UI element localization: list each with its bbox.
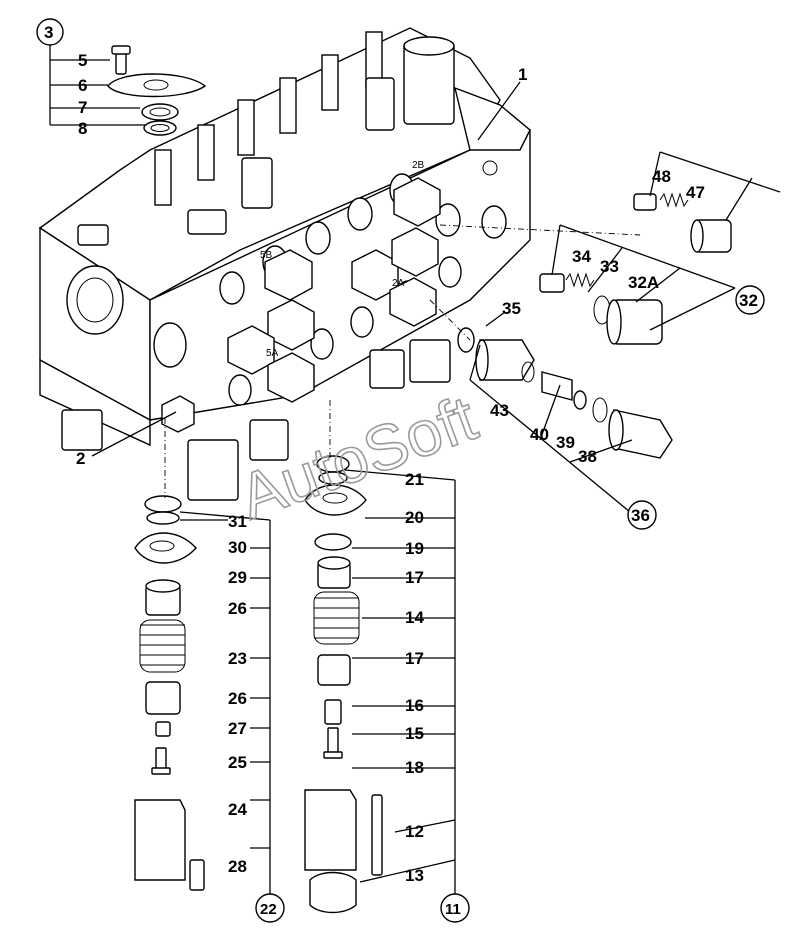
callout-labels: 3 5 6 7 8 1 2 48 47 34 33 32A 32 35 43 4… — [44, 23, 758, 918]
callout-3: 3 — [44, 23, 53, 42]
callout-2: 2 — [76, 449, 85, 468]
callout-17-top: 17 — [405, 568, 424, 587]
callout-26-bottom: 26 — [228, 689, 247, 708]
group-circles — [36, 18, 765, 923]
spool-end-stack-11 — [304, 455, 456, 914]
callout-22: 22 — [260, 901, 277, 918]
control-valve-body: 2B 5B 2A 5A — [38, 27, 531, 501]
callout-7: 7 — [78, 98, 87, 117]
callout-47: 47 — [686, 183, 705, 202]
callout-18: 18 — [405, 758, 424, 777]
callout-39: 39 — [556, 433, 575, 452]
callout-13: 13 — [405, 866, 424, 885]
callout-23: 23 — [228, 649, 247, 668]
relief-valve-group-32 — [539, 224, 736, 345]
callout-35: 35 — [502, 299, 521, 318]
callout-5: 5 — [78, 51, 87, 70]
callout-27: 27 — [228, 719, 247, 738]
callout-38: 38 — [578, 447, 597, 466]
callout-43: 43 — [490, 401, 509, 420]
callout-8: 8 — [78, 119, 87, 138]
port-mark-5b: 5B — [260, 250, 273, 261]
callout-29: 29 — [228, 568, 247, 587]
callout-36: 36 — [631, 506, 650, 525]
callout-1: 1 — [518, 65, 527, 84]
callout-31: 31 — [228, 512, 247, 531]
relief-valve-group-47 — [633, 151, 781, 253]
hex-fittings — [161, 177, 441, 433]
port-mark-2a: 2A — [392, 278, 405, 289]
callout-26-top: 26 — [228, 599, 247, 618]
callout-16: 16 — [405, 696, 424, 715]
leader-lines — [91, 81, 641, 498]
callout-25: 25 — [228, 753, 247, 772]
port-mark-2b: 2B — [412, 160, 425, 171]
callout-33: 33 — [600, 257, 619, 276]
callout-17-bottom: 17 — [405, 649, 424, 668]
watermark-text: AutoSoft — [230, 381, 486, 533]
callout-12: 12 — [405, 822, 424, 841]
callout-34: 34 — [572, 247, 591, 266]
bottom-bosses — [61, 339, 451, 501]
spool-stubs — [154, 31, 455, 209]
callout-28: 28 — [228, 857, 247, 876]
callout-40: 40 — [530, 425, 549, 444]
spool-end-stack-22 — [134, 495, 271, 895]
callout-48: 48 — [652, 167, 671, 186]
check-valve-group-36 — [457, 327, 673, 513]
callout-21: 21 — [405, 470, 424, 489]
callout-20: 20 — [405, 508, 424, 527]
port-mark-5a: 5A — [266, 348, 279, 359]
callout-6: 6 — [78, 76, 87, 95]
callout-32a: 32A — [628, 273, 659, 292]
seal-kit-group-3 — [49, 42, 207, 136]
callout-24: 24 — [228, 800, 247, 819]
callout-30: 30 — [228, 538, 247, 557]
callout-14: 14 — [405, 608, 424, 627]
callout-32: 32 — [739, 291, 758, 310]
callout-19: 19 — [405, 539, 424, 558]
callout-15: 15 — [405, 724, 424, 743]
callout-11: 11 — [445, 901, 461, 918]
